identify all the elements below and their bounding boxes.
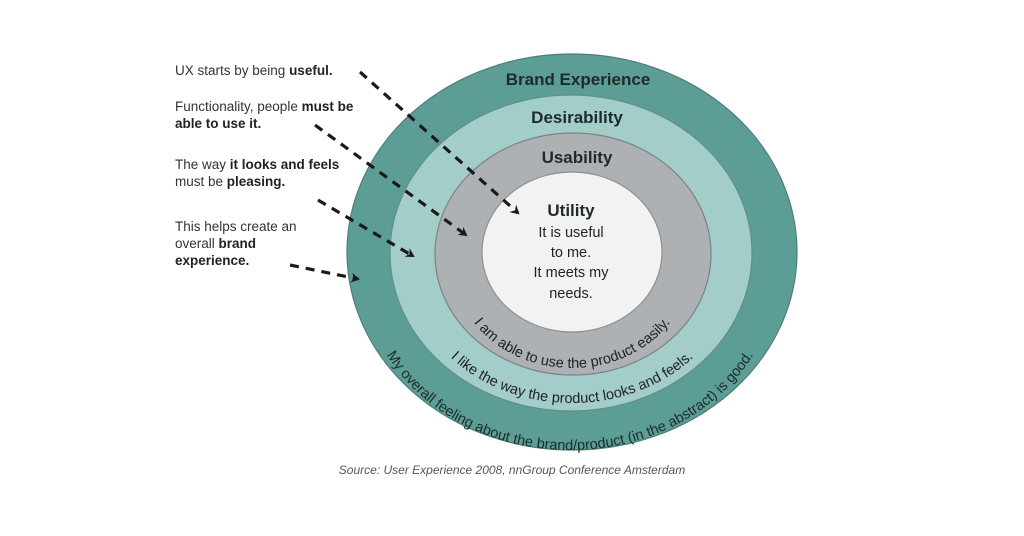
note-text: Functionality, people xyxy=(175,99,302,114)
utility-description: It is useful to me. It meets my needs. xyxy=(534,225,610,302)
note-bold: it looks and feels xyxy=(229,157,340,172)
pointer-arrows xyxy=(289,70,520,283)
note-functionality: Functionality, people must be able to us… xyxy=(175,98,375,132)
source-caption: Source: User Experience 2008, nnGroup Co… xyxy=(338,463,686,477)
note-bold: must xyxy=(301,99,334,114)
note-text: must be xyxy=(175,174,227,189)
arrow-to-brand xyxy=(289,263,360,283)
note-bold: be able to use it. xyxy=(175,99,354,131)
desirability-title: Desirability xyxy=(531,108,623,127)
note-looks-feels: The way it looks and feels must be pleas… xyxy=(175,156,355,190)
note-bold: useful. xyxy=(289,63,333,78)
note-brand: This helps create an overall brand exper… xyxy=(175,218,300,269)
note-text: UX starts by being xyxy=(175,63,290,78)
utility-title: Utility xyxy=(547,201,595,220)
utility-layer xyxy=(481,171,663,333)
note-text: The way xyxy=(175,157,230,172)
utility-line: It is useful xyxy=(538,225,603,241)
arrow-to-desirability xyxy=(317,198,415,258)
usability-title: Usability xyxy=(542,148,613,167)
note-text: This helps create an overall xyxy=(175,219,297,251)
brand-experience-title: Brand Experience xyxy=(506,70,651,89)
utility-line: to me. xyxy=(551,245,591,261)
utility-line: needs. xyxy=(549,286,593,302)
note-bold: brand experience. xyxy=(175,236,257,268)
note-useful: UX starts by being useful. xyxy=(175,62,333,79)
arrow-to-utility xyxy=(358,70,520,215)
note-bold: pleasing. xyxy=(226,174,286,189)
utility-line: It meets my xyxy=(534,265,610,281)
